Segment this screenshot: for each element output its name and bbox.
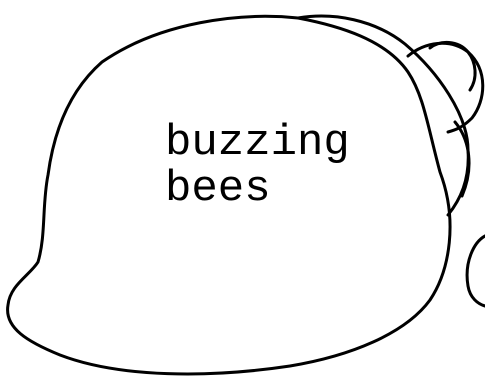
bubble-text-line-1: buzzing — [165, 120, 395, 166]
bottom-right-bubble-outline — [467, 236, 485, 306]
bubble-text: buzzing bees — [165, 120, 395, 212]
bubble-text-line-2: bees — [165, 166, 395, 212]
top-right-swirl — [430, 42, 475, 90]
